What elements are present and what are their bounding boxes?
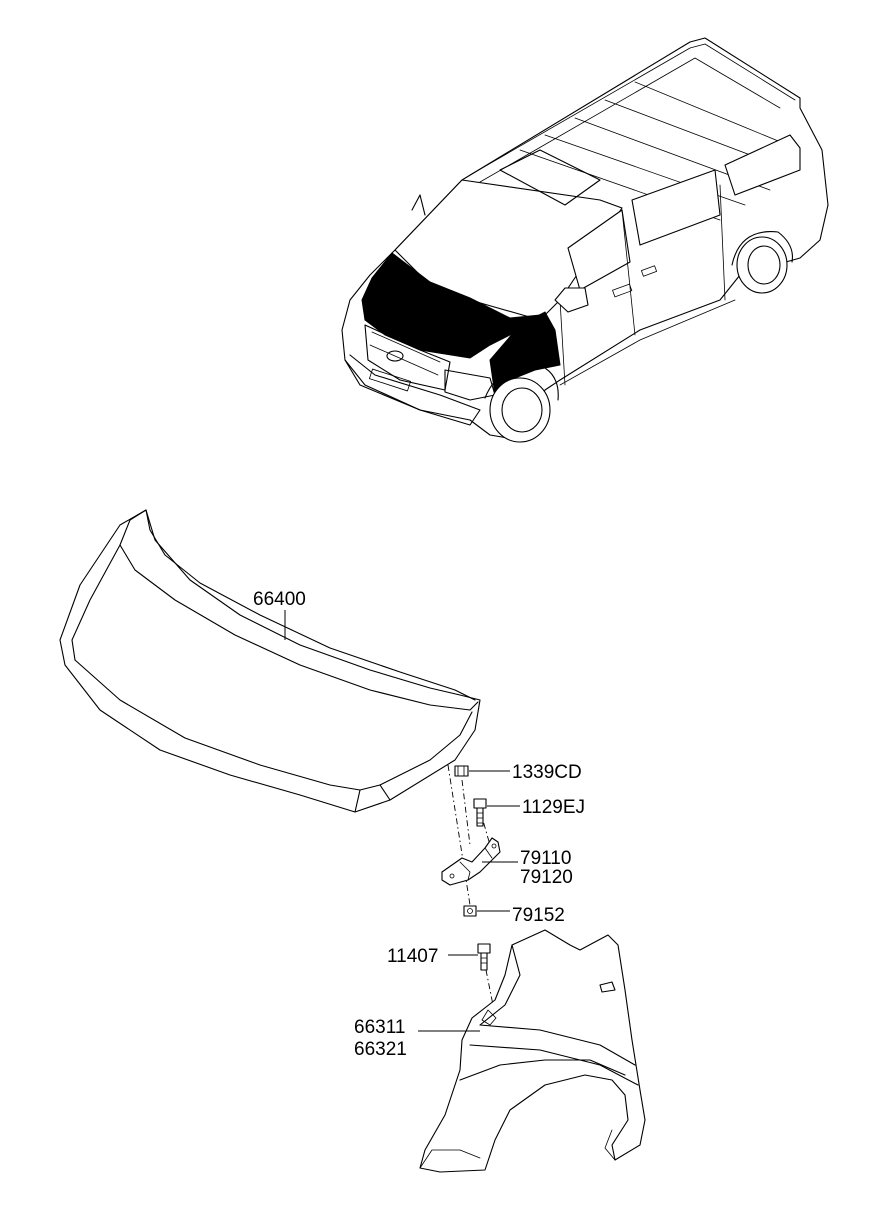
bolt-to-hinge-centerline: [461, 779, 471, 846]
hood-panel: [59, 509, 481, 813]
vehicle-illustration: [341, 37, 829, 443]
hinge-nut-icon: [463, 905, 477, 917]
hood-hinge-icon: [441, 837, 501, 886]
front-fender-panel: [419, 929, 646, 1173]
fender-lh-part-number: 66311: [354, 1017, 405, 1038]
fender-rh-part-number: 66321: [354, 1039, 407, 1060]
fender-bolt-icon: [477, 943, 491, 971]
hood-to-hinge-centerline: [447, 764, 471, 906]
fender-bolt-part-number: 11407: [387, 946, 438, 967]
hood-part-number: 66400: [253, 589, 306, 610]
hinge-bolt-centerline: [479, 809, 491, 846]
hinge-bolt-part-number: 1129EJ: [522, 797, 585, 818]
hinge-rh-part-number: 79120: [520, 867, 573, 888]
hinge-bolt-icon: [473, 798, 487, 827]
hood-bolt-icon: [454, 765, 469, 777]
hinge-lh-part-number: 79110: [520, 848, 571, 869]
hinge-nut-part-number: 79152: [512, 905, 565, 926]
hood-bolt-part-number: 1339CD: [512, 762, 582, 783]
